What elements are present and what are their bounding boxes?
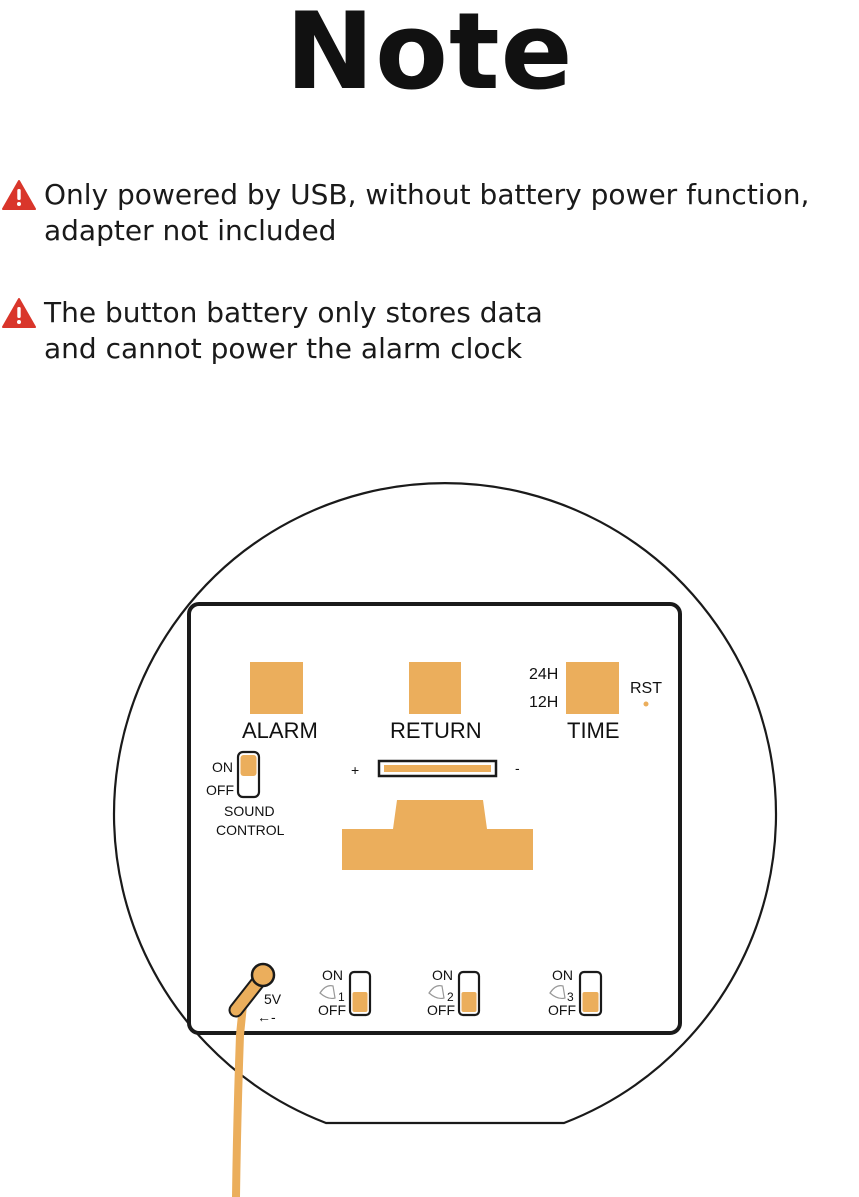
- time-label: TIME: [567, 718, 620, 743]
- time-button: [566, 662, 619, 714]
- page-title: Note: [285, 0, 574, 113]
- sound-on-label: ON: [212, 759, 233, 775]
- return-label: RETURN: [390, 718, 482, 743]
- alarm2-number: 2: [447, 990, 454, 1004]
- bell-icon: [319, 985, 566, 1000]
- note-usb-power: Only powered by USB, without battery pow…: [44, 177, 809, 249]
- 24h-label: 24H: [529, 666, 559, 683]
- usb-port: [250, 962, 276, 988]
- polarity-label: ←-: [257, 1009, 276, 1025]
- alarm1-off-label: OFF: [318, 1002, 346, 1018]
- reset-hole: [643, 701, 649, 707]
- voltage-label: 5V: [264, 991, 282, 1007]
- reset-label: RST: [630, 680, 662, 697]
- sound-label: SOUND: [224, 803, 275, 819]
- 12h-label: 12H: [529, 694, 559, 711]
- control-label: CONTROL: [216, 822, 285, 838]
- alarm-button: [250, 662, 303, 714]
- note-line: The button battery only stores data: [44, 296, 543, 329]
- warning-icon: [2, 298, 36, 328]
- alarm1-on-label: ON: [322, 967, 343, 983]
- alarm3-number: 3: [567, 990, 574, 1004]
- volume-minus-label: -: [515, 760, 520, 776]
- note-line: Only powered by USB, without battery pow…: [44, 178, 810, 211]
- alarm1-number: 1: [338, 990, 345, 1004]
- return-button: [409, 662, 461, 714]
- alarm3-on-label: ON: [552, 967, 573, 983]
- sound-off-label: OFF: [206, 782, 234, 798]
- note-line: and cannot power the alarm clock: [44, 332, 523, 365]
- usb-cable: [232, 1001, 247, 1197]
- battery-compartment: [342, 800, 533, 870]
- volume-plus-label: +: [351, 762, 360, 778]
- warning-icon: [2, 180, 36, 210]
- alarm2-off-label: OFF: [427, 1002, 455, 1018]
- alarm2-on-label: ON: [432, 967, 453, 983]
- alarm3-off-label: OFF: [548, 1002, 576, 1018]
- alarm-label: ALARM: [242, 718, 318, 743]
- note-button-battery: The button battery only stores data and …: [44, 295, 543, 367]
- note-line: adapter not included: [44, 214, 337, 247]
